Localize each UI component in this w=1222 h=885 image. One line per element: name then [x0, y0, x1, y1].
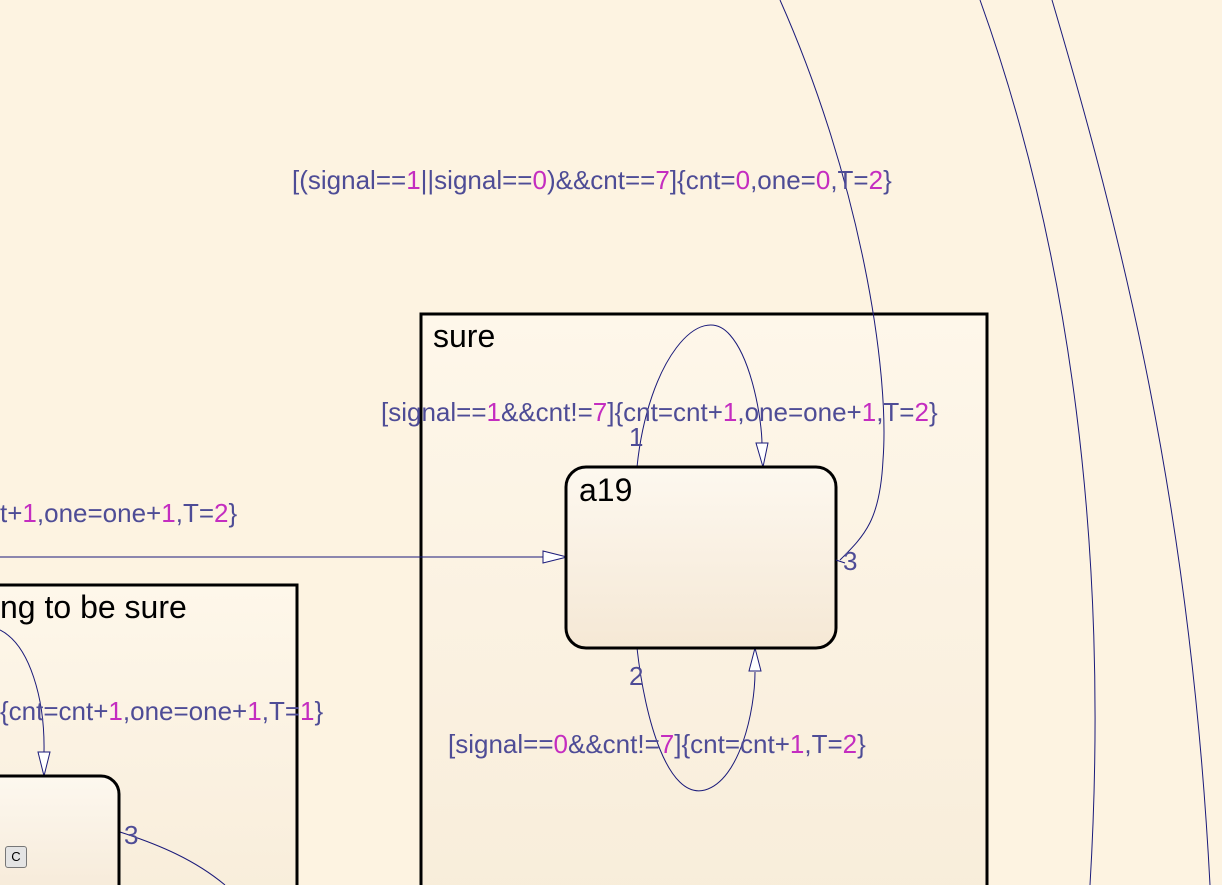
arrowhead-self-one: [755, 442, 769, 468]
label-number: 1: [22, 498, 37, 528]
label-text: ,T=: [175, 498, 215, 528]
label-text: }: [314, 696, 324, 726]
label-number: 1: [161, 498, 176, 528]
label-number: 1: [247, 696, 262, 726]
transition-loop-self-one[interactable]: [636, 324, 763, 468]
label-text: }: [228, 498, 238, 528]
label-number: 0: [815, 165, 831, 195]
label-text: ]{cnt=cnt+: [674, 729, 790, 759]
label-number: 1: [722, 397, 738, 427]
transition-label-self-zero[interactable]: [signal==0&&cnt!=7]{cnt=cnt+1,T=2}: [448, 729, 866, 760]
label-text: &&cnt!=: [568, 729, 660, 759]
label-number: 2: [214, 498, 229, 528]
label-text: ,one=one+: [122, 696, 248, 726]
label-text: &&cnt!=: [501, 397, 593, 427]
label-number: 2: [842, 729, 858, 759]
label-text: ]{cnt=cnt+: [607, 397, 723, 427]
label-text: {cnt=cnt+: [0, 696, 109, 726]
label-text: }: [883, 165, 892, 195]
label-text: ,T=: [830, 165, 869, 195]
transition-curve-left-exit[interactable]: [119, 831, 226, 885]
transition-loop-left-self[interactable]: [0, 629, 45, 753]
label-number: 1: [406, 165, 421, 195]
label-number: 0: [553, 729, 568, 759]
label-text: [(signal==: [292, 165, 407, 195]
label-number: 1: [300, 696, 315, 726]
label-text: }: [857, 729, 866, 759]
label-number: 1: [486, 397, 501, 427]
state-title-left: ng to be sure: [0, 589, 187, 625]
label-number: 2: [914, 397, 929, 427]
label-number: 7: [659, 729, 675, 759]
transition-label-entry[interactable]: t+1,one=one+1,T=2}: [0, 498, 237, 529]
label-number: 0: [532, 165, 547, 195]
label-text: }: [928, 397, 938, 427]
label-text: ,T=: [876, 397, 915, 427]
label-text: ,T=: [804, 729, 843, 759]
transition-label-top[interactable]: [(signal==1||signal==0)&&cnt==7]{cnt=0,o…: [292, 165, 892, 196]
label-text: ||signal==: [420, 165, 533, 195]
label-number: 0: [735, 165, 751, 195]
transition-loop-self-zero[interactable]: [636, 647, 756, 792]
label-number: 1: [789, 729, 805, 759]
state-a19-box[interactable]: [564, 465, 838, 650]
label-text: t+: [0, 498, 23, 528]
state-left-inner-box[interactable]: [0, 774, 121, 885]
transition-curve-far-right-1[interactable]: [979, 0, 1096, 885]
arrowhead-entry: [542, 550, 568, 564]
order-number-self-one: 1: [629, 422, 644, 452]
state-title-a19: a19: [579, 472, 633, 508]
order-number-a19-exit: 3: [843, 546, 858, 576]
label-text: )&&cnt==: [546, 165, 656, 195]
order-number-left-exit: 3: [124, 820, 139, 850]
label-text: ,one=one+: [737, 397, 862, 427]
label-text: [signal==: [448, 729, 554, 759]
c-badge-icon[interactable]: C: [5, 846, 27, 868]
transition-curve-a19-exit[interactable]: [779, 0, 885, 561]
transition-label-self-one[interactable]: [signal==1&&cnt!=7]{cnt=cnt+1,one=one+1,…: [381, 397, 938, 428]
label-number: 7: [592, 397, 608, 427]
transition-curve-far-right-2[interactable]: [1051, 0, 1211, 885]
transition-label-left-self[interactable]: {cnt=cnt+1,one=one+1,T=1}: [0, 696, 323, 727]
arrowhead-left-self: [37, 751, 51, 777]
label-text: ]{cnt=: [669, 165, 736, 195]
transition-tick-a19-exit: [835, 559, 846, 564]
label-text: [signal==: [381, 397, 487, 427]
label-number: 1: [108, 696, 123, 726]
label-text: ,one=: [750, 165, 816, 195]
label-text: ,T=: [261, 696, 301, 726]
arrowhead-self-zero: [748, 646, 762, 672]
label-number: 7: [655, 165, 670, 195]
order-number-self-zero: 2: [629, 661, 644, 691]
label-number: 2: [868, 165, 884, 195]
label-text: ,one=one+: [36, 498, 162, 528]
state-title-sure: sure: [433, 318, 496, 354]
label-number: 1: [861, 397, 877, 427]
